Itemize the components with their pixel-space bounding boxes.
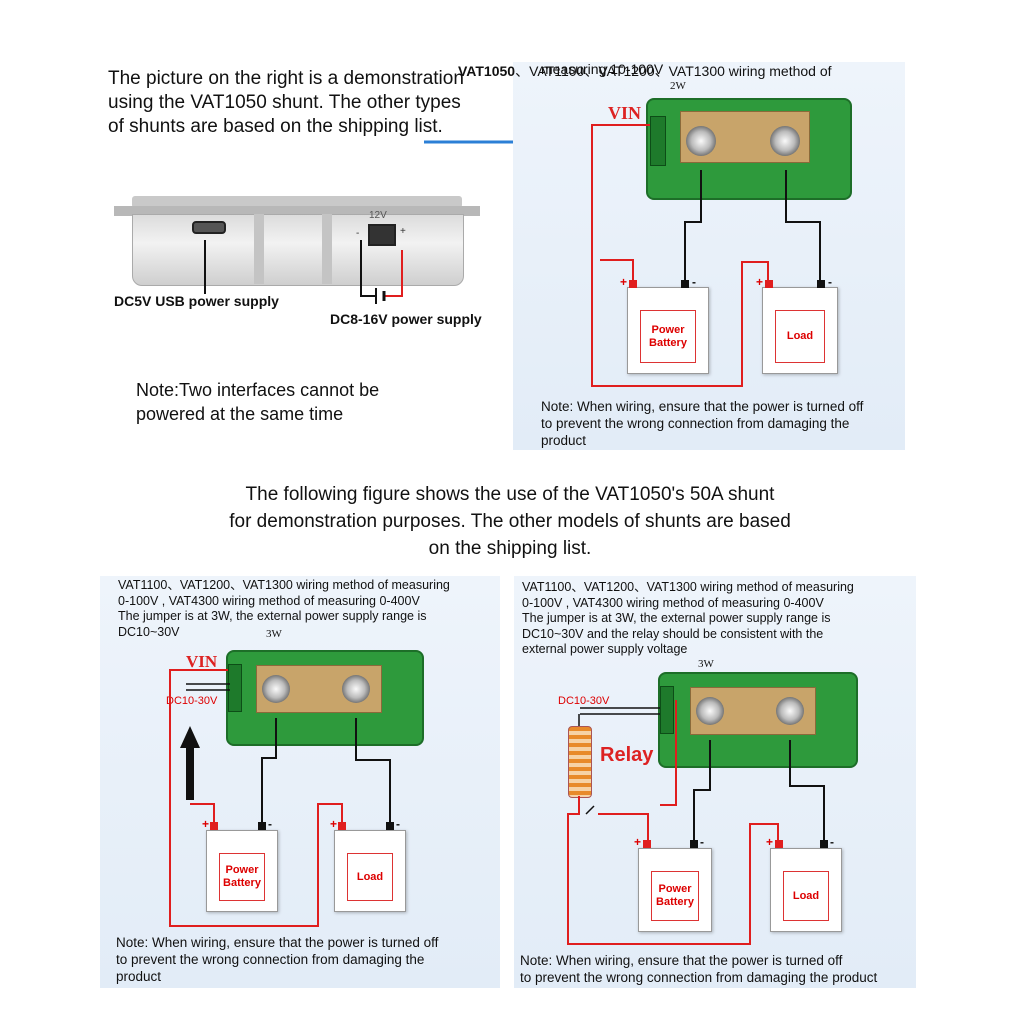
dc-label: DC8-16V power supply xyxy=(330,311,482,327)
usb-port xyxy=(192,221,226,234)
br-battery-box: Power Battery xyxy=(638,848,712,932)
br-bolt-left xyxy=(696,697,724,725)
br-load-label: Load xyxy=(783,871,829,921)
terminal-block xyxy=(650,116,666,166)
bl-header: VAT1100、VAT1200、VAT1300 wiring method of… xyxy=(118,578,450,639)
battery-box: Power Battery xyxy=(627,287,709,374)
up-arrow-icon xyxy=(180,726,200,800)
bolt-left xyxy=(686,126,716,156)
panel-note: Note: When wiring, ensure that the power… xyxy=(541,399,864,448)
intro-note: Note:Two interfaces cannot be powered at… xyxy=(136,380,380,424)
load-box: Load xyxy=(762,287,838,374)
br-bolt-right xyxy=(776,697,804,725)
bl-bolt-left xyxy=(262,675,290,703)
bl-bolt-right xyxy=(342,675,370,703)
br-note: Note: When wiring, ensure that the power… xyxy=(520,953,878,985)
bl-dc-label: DC10-30V xyxy=(166,695,218,707)
load-label: Load xyxy=(775,310,825,363)
middle-text: The following figure shows the use of th… xyxy=(229,484,791,559)
panel-title: VAT1050、VAT1100、VAT1200、VAT1300 wiring m… xyxy=(458,63,832,79)
bl-load-box: Load xyxy=(334,830,406,912)
bl-jumper-label: 3W xyxy=(266,628,282,640)
bl-battery-box: Power Battery xyxy=(206,830,278,912)
br-battery-label: Power Battery xyxy=(651,871,699,921)
vin-label: VIN xyxy=(608,103,642,123)
meter-device: 12V - + xyxy=(114,196,484,286)
usb-label: DC5V USB power supply xyxy=(114,293,279,309)
bl-vin-label: VIN xyxy=(186,652,218,671)
relay-label: Relay xyxy=(600,744,654,766)
relay-coil-icon xyxy=(568,726,592,798)
bl-terminal-block xyxy=(228,664,242,712)
bolt-right xyxy=(770,126,800,156)
battery-label: Power Battery xyxy=(640,310,696,363)
br-load-box: Load xyxy=(770,848,842,932)
bl-battery-label: Power Battery xyxy=(219,853,265,901)
intro-text: The picture on the right is a demonstrat… xyxy=(108,68,464,137)
br-terminal-block xyxy=(660,686,674,734)
port-label: 12V xyxy=(369,210,387,221)
jumper-label: 2W xyxy=(670,80,686,92)
panel-title-line2: measuring 10-100V xyxy=(541,61,664,77)
br-dc-label: DC10-30V xyxy=(558,695,610,707)
dc-port xyxy=(368,224,396,246)
bl-load-label: Load xyxy=(347,853,393,901)
bl-note: Note: When wiring, ensure that the power… xyxy=(116,935,439,984)
br-header: VAT1100、VAT1200、VAT1300 wiring method of… xyxy=(522,580,854,656)
br-jumper-label: 3W xyxy=(698,658,714,670)
